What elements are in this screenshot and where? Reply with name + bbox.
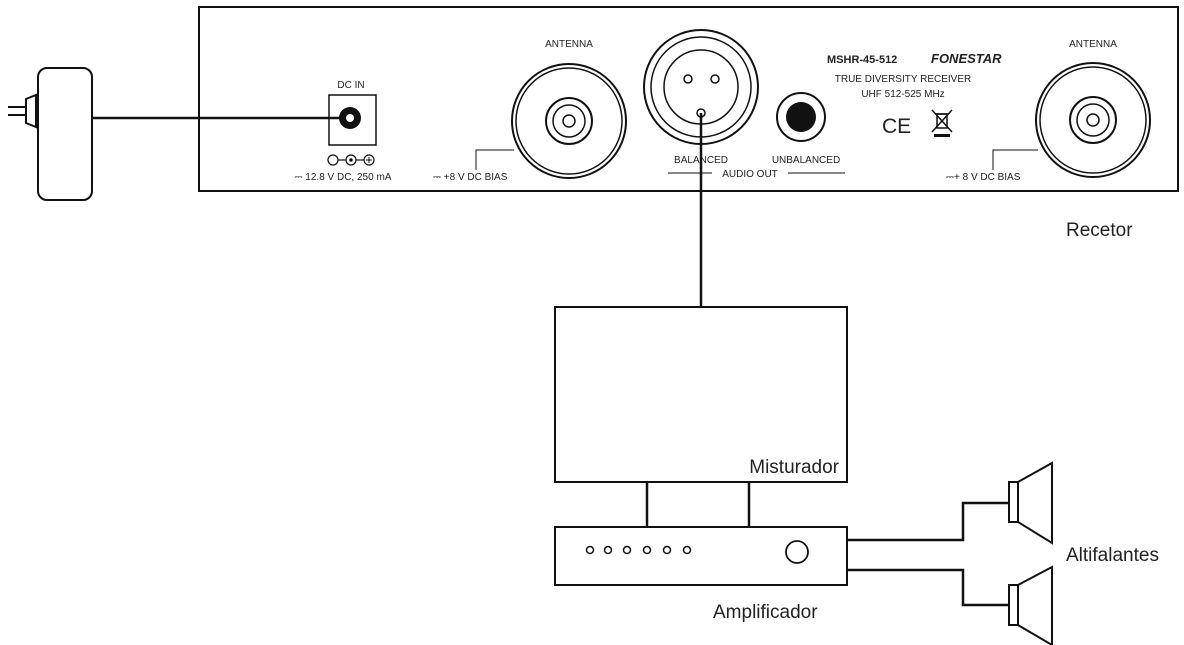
power-adapter xyxy=(8,67,93,201)
receiver-panel: DC IN ⎓ 12.8 V DC, 250 mA ANTENNA ⎓ +8 V… xyxy=(198,6,1179,192)
description-line2: UHF 512-525 MHz xyxy=(861,89,944,100)
speaker-cable-bottom xyxy=(847,568,1009,607)
antenna-right-label: ANTENNA xyxy=(1069,39,1117,50)
bias-left-label: ⎓ +8 V DC BIAS xyxy=(433,172,508,183)
description-line1: TRUE DIVERSITY RECEIVER xyxy=(835,74,972,85)
weee-bin-icon xyxy=(931,109,953,137)
receiver-label: Recetor xyxy=(1066,220,1133,241)
speakers-label: Altifalantes xyxy=(1066,545,1159,566)
speaker-cable-top xyxy=(847,501,1009,542)
mixer-box xyxy=(554,306,848,483)
unbalanced-jack xyxy=(776,92,826,142)
dc-in-label: DC IN xyxy=(337,80,364,91)
speaker-bottom xyxy=(1008,565,1053,645)
model-label: MSHR-45-512 xyxy=(827,54,897,66)
mixer-label: Misturador xyxy=(749,457,839,478)
audio-out-label: AUDIO OUT xyxy=(722,169,778,180)
dc-in-jack xyxy=(327,94,377,166)
bias-right-label: ⎓+ 8 V DC BIAS xyxy=(946,172,1021,183)
bias-left-leader xyxy=(475,149,514,170)
ce-mark: CE xyxy=(882,115,911,138)
volume-knob xyxy=(785,540,809,564)
unbalanced-label: UNBALANCED xyxy=(772,155,840,166)
amplifier-label: Amplificador xyxy=(713,602,818,623)
amplifier-box xyxy=(554,526,848,586)
antenna-right-connector xyxy=(1035,62,1151,178)
speaker-top xyxy=(1008,461,1053,545)
antenna-left-label: ANTENNA xyxy=(545,39,593,50)
antenna-left-connector xyxy=(511,63,627,179)
power-spec-label: ⎓ 12.8 V DC, 250 mA xyxy=(295,172,392,183)
bias-right-leader xyxy=(992,149,1038,170)
brand-logo: FONESTAR xyxy=(931,51,1002,66)
